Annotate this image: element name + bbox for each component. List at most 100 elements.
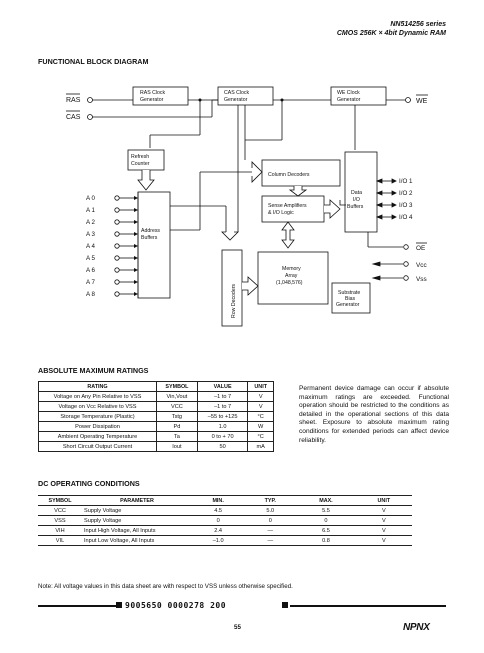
table-cell: VIL: [38, 535, 82, 546]
svg-text:Vss: Vss: [416, 276, 427, 283]
table-cell: Ambient Operating Temperature: [38, 431, 157, 442]
svg-text:OE: OE: [416, 245, 425, 252]
svg-text:A 2: A 2: [86, 219, 96, 226]
table-cell: 0: [296, 515, 356, 526]
table-cell: Iout: [156, 441, 198, 452]
svg-text:A 6: A 6: [86, 267, 96, 274]
pin-vss: Vss: [371, 275, 427, 283]
table-row: Storage Temperature (Plastic) Tstg –55 t…: [38, 411, 274, 422]
table-cell: 5.0: [244, 505, 297, 516]
pin-oe: OE: [367, 232, 427, 252]
table-cell: V: [247, 401, 274, 412]
svg-text:Bias: Bias: [345, 296, 355, 302]
table-cell: °C: [247, 411, 274, 422]
col-header: RATING: [38, 381, 157, 392]
table-cell: —: [244, 525, 297, 536]
col-header: SYMBOL: [38, 495, 82, 506]
address-buffers: Address Buffers: [137, 191, 171, 299]
svg-text:A 5: A 5: [86, 255, 96, 262]
svg-text:Column Decoders: Column Decoders: [268, 172, 310, 178]
table-cell: VSS: [38, 515, 82, 526]
io-pins: I/O 1 I/O 2 I/O 3 I/O 4: [375, 178, 413, 221]
footer-rule-left: [38, 605, 118, 607]
table-row: VSS Supply Voltage 0 0 0 V: [38, 515, 412, 526]
table-cell: –1 to 7: [196, 391, 249, 402]
table-row: Ambient Operating Temperature Ta 0 to + …: [38, 431, 274, 442]
ras-clock-generator: RAS Clock Generator: [132, 86, 189, 106]
svg-text:CAS: CAS: [66, 114, 81, 121]
svg-text:A 7: A 7: [86, 279, 96, 286]
table-row: VIH Input High Voltage, All Inputs 2.4 —…: [38, 525, 412, 536]
memory-array: Memory Array (1,048,576): [257, 251, 329, 305]
table-row: VIL Input Low Voltage, All Inputs –1.0 —…: [38, 535, 412, 546]
footer-barcode-text: 9005650 0000278 200: [125, 601, 227, 610]
svg-text:Array: Array: [285, 273, 298, 279]
table-cell: Tstg: [156, 411, 198, 422]
col-header: MAX.: [296, 495, 356, 506]
table-cell: 6.5: [296, 525, 356, 536]
col-header: MIN.: [192, 495, 245, 506]
table-row: Power Dissipation Pd 1.0 W: [38, 421, 274, 432]
table-cell: Storage Temperature (Plastic): [38, 411, 157, 422]
doc-subtitle: CMOS 256K × 4bit Dynamic RAM: [336, 30, 446, 37]
col-header: SYMBOL: [156, 381, 198, 392]
table-cell: Supply Voltage: [82, 505, 192, 516]
table-cell: 50: [196, 441, 249, 452]
amr-title: ABSOLUTE MAXIMUM RATINGS: [38, 366, 149, 375]
svg-text:Generator: Generator: [337, 97, 361, 103]
table-cell: 1.0: [196, 421, 249, 432]
table-row: Voltage on Vcc Relative to VSS VCC –1 to…: [38, 401, 274, 412]
table-cell: V: [355, 535, 412, 546]
svg-text:& I/O Logic: & I/O Logic: [268, 210, 294, 216]
svg-text:WE Clock: WE Clock: [337, 90, 360, 96]
page-number: 55: [234, 624, 241, 631]
svg-text:A 1: A 1: [86, 207, 96, 214]
svg-text:Vcc: Vcc: [416, 262, 427, 269]
svg-text:Refresh: Refresh: [131, 154, 149, 160]
table-cell: Voltage on Any Pin Relative to VSS: [38, 391, 157, 402]
pin-ras: RAS: [66, 93, 133, 104]
table-cell: –1 to 7: [196, 401, 249, 412]
svg-text:CAS Clock: CAS Clock: [224, 90, 249, 96]
svg-text:A 3: A 3: [86, 231, 96, 238]
table-cell: Supply Voltage: [82, 515, 192, 526]
sense-amplifiers: Sense Amplifiers & I/O Logic: [261, 195, 325, 223]
we-clock-generator: WE Clock Generator: [330, 86, 387, 106]
col-header: PARAMETER: [82, 495, 192, 506]
col-header: TYP.: [244, 495, 297, 506]
data-io-buffers: Data I/O Buffers: [344, 151, 378, 233]
svg-text:Row Decoders: Row Decoders: [231, 284, 237, 318]
dc-note: Note: All voltage values in this data sh…: [38, 583, 293, 590]
pin-cas: CAS: [66, 99, 218, 121]
table-cell: 0: [192, 515, 245, 526]
svg-text:Address: Address: [141, 228, 160, 234]
svg-text:Counter: Counter: [131, 161, 150, 167]
svg-text:I/O: I/O: [353, 197, 360, 203]
table-cell: –1.0: [192, 535, 245, 546]
table-header-row: SYMBOL PARAMETER MIN. TYP. MAX. UNIT: [38, 495, 412, 506]
svg-text:RAS: RAS: [66, 97, 81, 104]
svg-text:A 8: A 8: [86, 291, 96, 298]
svg-text:RAS Clock: RAS Clock: [140, 90, 165, 96]
table-cell: V: [355, 505, 412, 516]
svg-text:Substrate: Substrate: [338, 290, 360, 296]
svg-text:I/O 4: I/O 4: [399, 214, 413, 221]
table-cell: VIH: [38, 525, 82, 536]
table-cell: Ta: [156, 431, 198, 442]
table-row: Voltage on Any Pin Relative to VSS Vin,V…: [38, 391, 274, 402]
table-cell: 0 to + 70: [196, 431, 249, 442]
table-cell: Input High Voltage, All Inputs: [82, 525, 192, 536]
svg-text:A 4: A 4: [86, 243, 96, 250]
absolute-maximum-ratings-table: RATING SYMBOL VALUE UNIT Voltage on Any …: [38, 381, 274, 452]
svg-text:I/O 1: I/O 1: [399, 178, 413, 185]
table-cell: 4.5: [192, 505, 245, 516]
svg-text:Buffers: Buffers: [141, 235, 158, 241]
svg-text:WE: WE: [416, 98, 428, 105]
table-row: Short Circuit Output Current Iout 50 mA: [38, 441, 274, 452]
svg-text:Sense Amplifiers: Sense Amplifiers: [268, 203, 307, 209]
svg-text:I/O 2: I/O 2: [399, 190, 413, 197]
svg-text:(1,048,576): (1,048,576): [276, 280, 303, 286]
svg-text:Memory: Memory: [282, 266, 301, 272]
substrate-bias-generator: Substrate Bias Generator: [331, 282, 371, 314]
table-cell: 5.5: [296, 505, 356, 516]
